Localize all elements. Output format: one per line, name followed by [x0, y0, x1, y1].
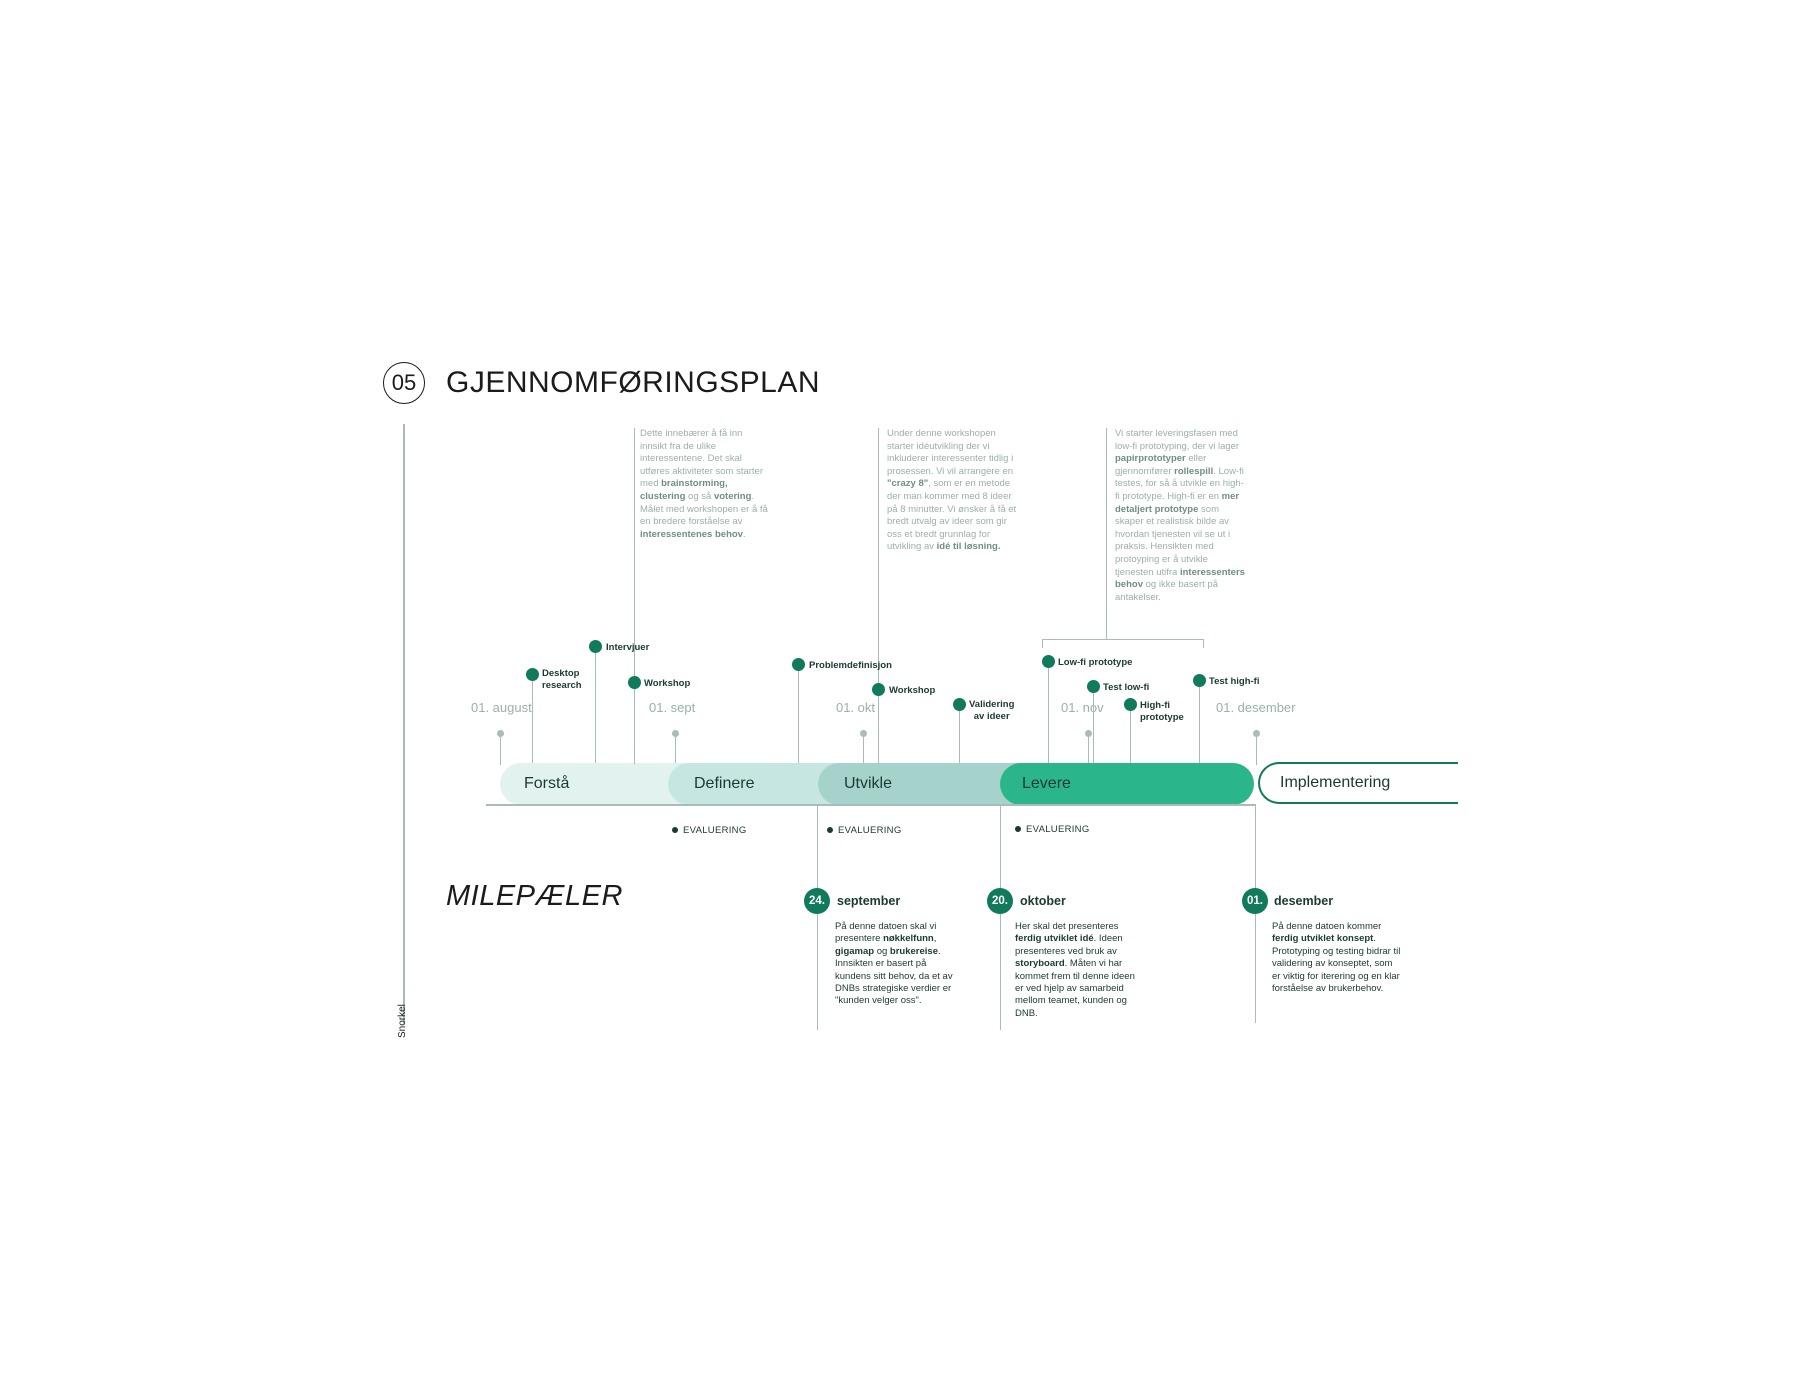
timeline-baseline: [486, 804, 1256, 806]
date-stem-august: [500, 737, 502, 765]
evaluation-label-1: EVALUERING: [683, 825, 747, 836]
activity-stem-test-highfi: [1199, 687, 1201, 764]
activity-desktop-research: Desktop research: [542, 668, 582, 691]
activity-dot-intervjuer: [589, 640, 602, 653]
phase-implementering: Implementering: [1258, 762, 1458, 804]
phase-levere: Levere: [1000, 763, 1254, 805]
date-dot-sept: [672, 730, 679, 737]
levere-bracket: [1042, 639, 1204, 648]
activity-dot-validering: [953, 698, 966, 711]
desc-leader-utvikle: [878, 428, 880, 764]
activity-problemdefinisjon: Problemdefinisjon: [809, 660, 892, 671]
activity-dot-highfi: [1124, 698, 1137, 711]
milestone-day-desember: 01.: [1242, 888, 1268, 914]
activity-dot-test-lowfi: [1087, 680, 1100, 693]
footer-brand: Snorkel: [397, 1004, 408, 1038]
activity-stem-workshop-1: [634, 689, 636, 764]
page-title: GJENNOMFØRINGSPLAN: [446, 366, 821, 399]
description-utvikle: Under denne workshopen starter idéutvikl…: [887, 428, 1017, 553]
activity-dot-lowfi: [1042, 655, 1055, 668]
date-dot-august: [497, 730, 504, 737]
activity-dot-workshop-1: [628, 676, 641, 689]
milestone-month-desember: desember: [1274, 894, 1334, 908]
activity-stem-validering: [959, 711, 961, 764]
evaluation-label-3: EVALUERING: [1026, 824, 1090, 835]
evaluation-dot-3: [1015, 826, 1021, 832]
phase-utvikle-label: Utvikle: [844, 775, 893, 792]
activity-workshop-2: Workshop: [889, 685, 936, 696]
activity-lowfi: Low-fi prototype: [1058, 657, 1133, 668]
evaluation-dot-1: [672, 827, 678, 833]
desc-leader-levere: [1106, 428, 1108, 640]
activity-validering: Validering av ideer: [969, 699, 1015, 722]
left-rule: [403, 424, 405, 1024]
activity-stem-test-lowfi: [1093, 693, 1095, 764]
activity-stem-lowfi: [1048, 668, 1050, 764]
evaluation-label-2: EVALUERING: [838, 825, 902, 836]
phase-implementering-label: Implementering: [1280, 774, 1391, 791]
date-dot-nov: [1085, 730, 1092, 737]
activity-dot-workshop-2: [872, 683, 885, 696]
activity-workshop-1: Workshop: [644, 678, 691, 689]
phase-levere-label: Levere: [1022, 775, 1071, 792]
phase-forsta-label: Forstå: [524, 775, 570, 792]
milestone-month-oktober: oktober: [1020, 894, 1066, 908]
milestone-day-september: 24.: [804, 888, 830, 914]
activity-dot-problemdefinisjon: [792, 658, 805, 671]
desc-leader-forsta: [634, 428, 636, 764]
date-dot-okt: [860, 730, 867, 737]
date-stem-sept: [675, 737, 677, 765]
activity-stem-workshop-2: [878, 696, 880, 764]
description-forsta: Dette innebærer å få inn innsikt fra de …: [640, 428, 768, 540]
date-sept: 01. sept: [649, 700, 696, 715]
activity-stem-highfi: [1130, 711, 1132, 764]
milestone-text-desember: På denne datoen kommer ferdig utviklet k…: [1272, 921, 1401, 995]
activity-intervjuer: Intervjuer: [606, 642, 650, 653]
milestone-line-oktober: [1000, 805, 1002, 1030]
milestone-text-september: På denne datoen skal vi presentere nøkke…: [835, 921, 953, 1007]
date-dot-desember: [1253, 730, 1260, 737]
date-desember: 01. desember: [1216, 700, 1296, 715]
description-levere: Vi starter leveringsfasen med low-fi pro…: [1115, 428, 1245, 603]
date-stem-desember: [1256, 737, 1258, 765]
phase-definere-label: Definere: [694, 775, 755, 792]
milestone-day-oktober: 20.: [987, 888, 1013, 914]
activity-test-highfi: Test high-fi: [1209, 676, 1260, 687]
milestones-title: MILEPÆLER: [446, 880, 623, 912]
milestone-line-september: [817, 805, 819, 1030]
activity-dot-test-highfi: [1193, 674, 1206, 687]
activity-highfi: High-fi prototype: [1140, 700, 1184, 723]
date-august: 01. august: [471, 700, 532, 715]
activity-dot-desktop-research: [526, 668, 539, 681]
activity-stem-desktop-research: [532, 681, 534, 764]
date-okt: 01. okt: [836, 700, 876, 715]
date-stem-nov: [1088, 737, 1090, 765]
milestone-line-desember: [1255, 805, 1257, 1023]
activity-stem-intervjuer: [595, 653, 597, 764]
section-number: 05: [383, 362, 425, 404]
activity-stem-problemdefinisjon: [798, 671, 800, 764]
milestone-text-oktober: Her skal det presenteres ferdig utviklet…: [1015, 921, 1135, 1019]
date-stem-okt: [863, 737, 865, 765]
evaluation-dot-2: [827, 827, 833, 833]
milestone-month-september: september: [837, 894, 901, 908]
date-nov: 01. nov: [1061, 700, 1104, 715]
activity-test-lowfi: Test low-fi: [1103, 682, 1150, 693]
